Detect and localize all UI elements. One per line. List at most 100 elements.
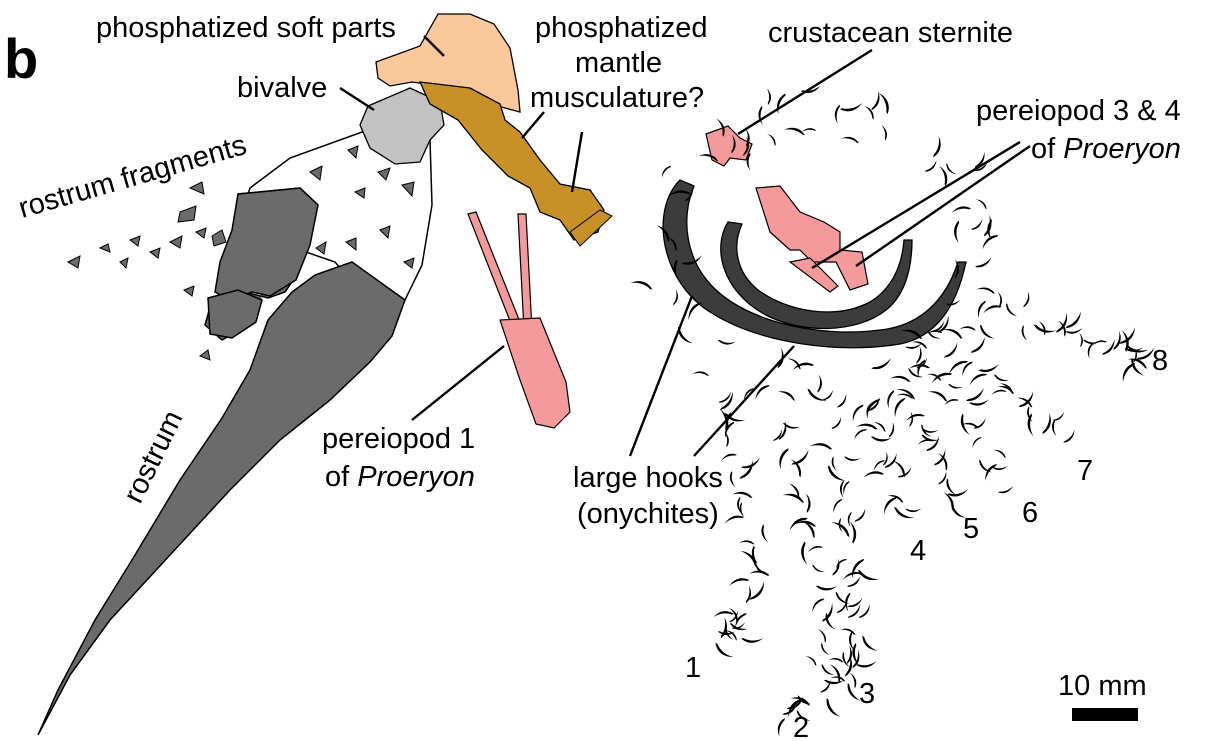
arm-hook: [722, 431, 731, 448]
pereiopod-3-4-shape: [756, 186, 868, 292]
arm-number-4: 4: [910, 535, 926, 567]
arm-hook: [1003, 303, 1018, 318]
scale-bar-label: 10 mm: [1058, 670, 1147, 702]
label-pereiopod-3-4-line1: pereiopod 3 & 4: [976, 95, 1181, 127]
label-large-hooks-1: large hooks: [573, 462, 723, 494]
arm-hook: [1042, 413, 1052, 436]
arm-hook: [943, 396, 959, 406]
arm-hook: [1063, 428, 1076, 445]
arm-hook: [889, 422, 895, 438]
arm-hook: [909, 411, 914, 427]
arm-hook: [871, 435, 892, 442]
label-sternite: crustacean sternite: [768, 17, 1013, 49]
arm-hook: [933, 136, 942, 159]
arm-number-6: 6: [1022, 497, 1038, 529]
arm-hook: [739, 459, 755, 482]
arm-number-1: 1: [685, 652, 701, 684]
leader-mantle-a: [522, 112, 544, 138]
arm-hook: [847, 512, 852, 527]
arm-hook: [799, 541, 810, 565]
arm-hook: [971, 336, 988, 356]
arm-hook: [811, 564, 826, 573]
arm-hook: [777, 389, 797, 401]
arm-hook: [805, 654, 819, 666]
arm-hook: [905, 411, 925, 424]
arm-hook: [1023, 291, 1030, 308]
arm-hook: [723, 512, 744, 525]
arm-hook: [863, 469, 884, 480]
arm-hook: [832, 558, 841, 576]
label-pereiopod-1-genus: Proeryon: [357, 461, 475, 493]
arm-hook: [840, 101, 864, 115]
leader-bivalve: [340, 88, 374, 110]
scale-bar: [1072, 708, 1138, 721]
arm-hook: [906, 368, 924, 379]
label-pereiopod-3-4-of: of: [1031, 133, 1063, 165]
arm-hooks: [630, 84, 1156, 737]
arm-hook: [971, 435, 982, 449]
arm-hook: [828, 662, 844, 682]
arm-hook: [1114, 330, 1123, 350]
arm-hook: [990, 387, 1006, 397]
arm-hook: [916, 346, 922, 364]
arm-number-2: 2: [793, 712, 809, 741]
arm-hook: [930, 369, 953, 386]
arm-hook: [974, 417, 988, 432]
arm-hook: [837, 393, 848, 410]
arm-hook: [892, 507, 915, 521]
arm-hook: [630, 280, 653, 290]
arm-hook: [782, 492, 805, 503]
label-pereiopod-1-of: of: [325, 461, 357, 493]
arm-hook: [822, 602, 835, 624]
arm-hook: [892, 396, 905, 418]
arm-hook: [807, 543, 823, 554]
arm-hook: [890, 376, 911, 382]
arm-hook: [816, 584, 838, 592]
arm-hook: [834, 556, 847, 570]
arm-hook: [830, 519, 853, 537]
arm-hook: [925, 159, 939, 174]
arm-hook: [998, 484, 1014, 496]
arm-hook: [927, 389, 949, 402]
rostrum-fragment-small: [208, 290, 262, 338]
label-pereiopod-3-4-genus: Proeryon: [1063, 133, 1181, 165]
arm-hook: [822, 698, 842, 719]
arm-hook: [976, 287, 995, 294]
arm-hook: [897, 466, 913, 481]
crustacean-sternite-shape: [706, 126, 752, 166]
label-mantle-1: phosphatized: [535, 12, 708, 44]
arm-hook: [804, 493, 812, 513]
arm-hook: [1078, 332, 1085, 347]
arm-number-8: 8: [1152, 345, 1168, 377]
arm-hook: [801, 127, 816, 134]
arm-hook: [829, 658, 844, 663]
arm-hook: [766, 132, 779, 146]
arm-hook: [976, 299, 986, 318]
label-rostrum-fragments: rostrum fragments: [15, 129, 250, 225]
arm-hook: [951, 204, 971, 215]
arm-hook: [753, 382, 770, 401]
arm-hook: [975, 255, 993, 271]
arm-hook: [784, 127, 806, 136]
label-large-hooks-2: (onychites): [577, 498, 719, 530]
arm-hook: [759, 524, 771, 543]
arm-hook: [844, 456, 861, 461]
arm-hook: [736, 497, 743, 514]
arm-hook: [732, 491, 753, 497]
arm-hook: [957, 414, 972, 437]
arm-hook: [741, 455, 762, 472]
arm-hook: [944, 341, 960, 361]
leader-hook-outer: [630, 296, 692, 456]
arm-hook: [1066, 310, 1084, 332]
arm-hook: [791, 448, 811, 469]
arm-hook: [978, 362, 1000, 376]
arm-hook: [948, 384, 963, 389]
leader-mantle-b: [572, 132, 582, 192]
arm-hook: [1120, 360, 1135, 383]
arm-number-7: 7: [1077, 455, 1093, 487]
arm-hook: [953, 220, 961, 243]
arm-hook: [880, 124, 890, 140]
arm-hook: [718, 340, 736, 345]
